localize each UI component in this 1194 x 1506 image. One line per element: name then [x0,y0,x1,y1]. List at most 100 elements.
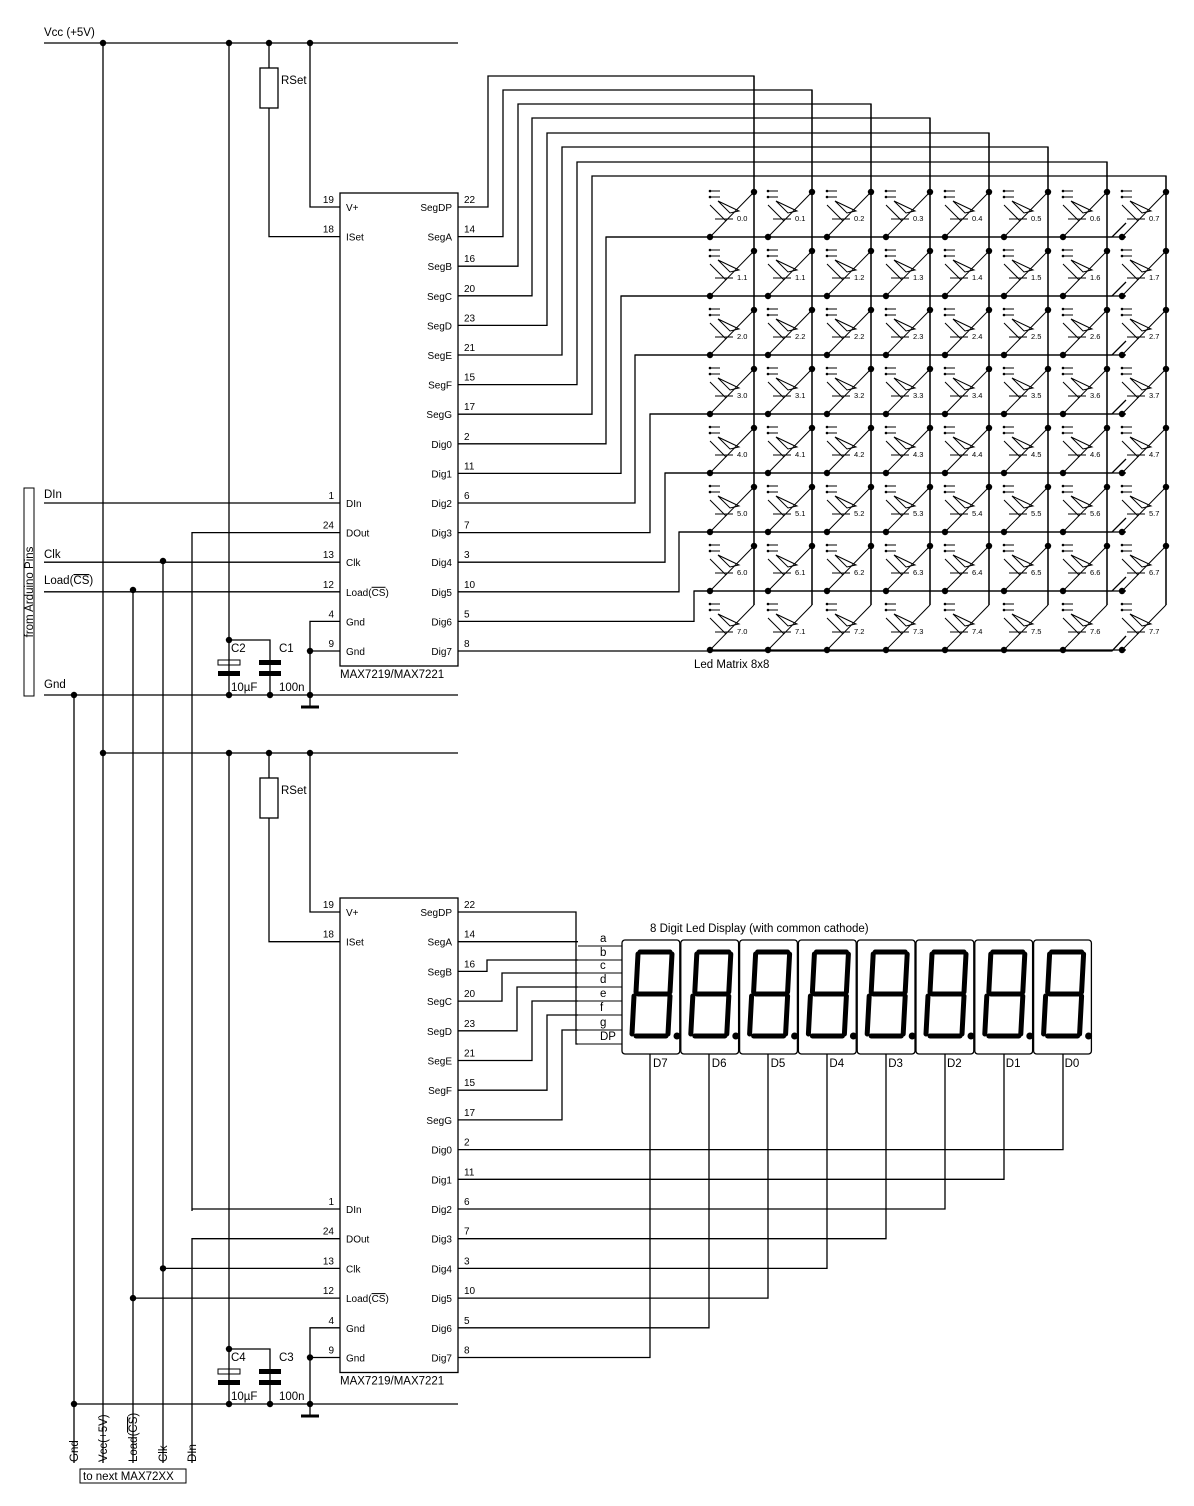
led-5-4 [943,484,990,533]
display-title: 8 Digit Led Display (with common cathode… [650,923,869,935]
led-diagonal [885,545,931,592]
din-net-label: DIn [44,489,62,501]
right-pin-name-0-2: SegB [428,262,453,273]
left-pin-num-0-6: 4 [328,609,334,620]
junction-dot [1162,365,1170,373]
cap-value-0-0: 10µF [231,682,257,694]
led-diagonal [1003,250,1049,297]
electrolytic-cap-plate-1 [217,1368,241,1375]
led-label-6-7: 6.7 [1149,568,1159,577]
led-2-2 [825,307,872,356]
gnd-pin4-wire-1 [309,1327,340,1404]
right-pin-num-0-6: 15 [464,373,476,384]
arrow-head-icon [825,543,829,547]
segment-f [692,951,700,995]
led-cathode-bar [1121,204,1139,222]
arrow-head-icon [1061,549,1065,553]
junction-dot [266,1400,274,1408]
arrow-head-icon [1061,425,1065,429]
matrix-column-wire-1 [458,89,813,605]
led-4-6 [1061,425,1108,474]
led-label-2-3: 2.3 [913,332,923,341]
segment-label-7: DP [600,1031,616,1043]
led-cathode-bar [944,381,962,399]
junction-dot [1118,233,1126,241]
rset-resistor-0 [259,67,279,109]
bottom-net-label-1: Vcc(+5V) [98,1414,110,1462]
junction-dot [306,647,314,655]
led-cathode-bar [1062,440,1080,458]
led-cathode-bar [1062,617,1080,635]
right-pin-num-0-14: 5 [464,609,470,620]
junction-dot [1103,365,1111,373]
arrow-head-icon [884,254,888,258]
junction-dot [926,306,934,314]
right-pin-name-1-4: SegD [427,1027,452,1038]
junction-dot [706,587,714,595]
arrow-head-icon [825,189,829,193]
junction-dot [1000,587,1008,595]
arduino-pins-box [23,487,35,697]
display-seg-wire-7 [458,1029,578,1121]
junction-dot [882,233,890,241]
junction-dot [1059,351,1067,359]
arrow-head-icon [943,608,947,612]
right-pin-num-1-15: 8 [464,1346,470,1357]
junction-dot [985,483,993,491]
led-2-7 [1120,307,1167,356]
led-diagonal [1062,486,1108,533]
junction-dot [706,469,714,477]
led-4-0 [708,425,755,474]
led-label-3-6: 3.6 [1090,391,1100,400]
right-pin-name-1-13: Dig5 [431,1294,452,1305]
right-pin-name-0-15: Dig7 [431,647,452,658]
arrow-head-icon [943,366,947,370]
led-5-6 [1061,484,1108,533]
junction-dot [823,587,831,595]
segment-e [923,993,931,1037]
led-label-2-6: 2.6 [1090,332,1100,341]
led-triangle [1129,377,1153,391]
junction-dot [129,1294,137,1302]
led-cathode-bar [885,322,903,340]
junction-dot [159,557,167,565]
max7219-chip-0 [339,192,459,667]
led-cathode-bar [885,263,903,281]
junction-dot [941,233,949,241]
led-triangle [952,318,976,332]
led-diagonal [885,604,931,651]
led-1-6 [1061,248,1108,297]
led-diagonal [1121,250,1167,297]
arrow-head-icon [825,425,829,429]
chip-name-1: MAX7219/MAX7221 [340,1376,444,1388]
junction-dot [985,424,993,432]
led-label-6-0: 6.0 [737,568,747,577]
led-triangle [775,436,799,450]
arrow-head-icon [1120,307,1124,311]
led-3-2 [825,366,872,415]
matrix-title: Led Matrix 8x8 [694,659,769,671]
arrow-head-icon [766,248,770,252]
led-label-3-5: 3.5 [1031,391,1041,400]
led-7-7 [1120,602,1167,651]
arrow-head-icon [1120,608,1124,612]
left-pin-num-0-0: 19 [323,195,335,206]
led-diagonal [826,250,872,297]
led-cathode-bar [709,558,727,576]
led-diagonal [1121,545,1167,592]
led-diagonal [1062,604,1108,651]
arrow-head-icon [1002,549,1006,553]
junction-dot [941,292,949,300]
led-cathode-bar [1121,499,1139,517]
segment-e [805,993,813,1037]
led-triangle [834,554,858,568]
led-cathode-bar [1062,263,1080,281]
right-pin-name-0-0: SegDP [420,203,452,214]
led-label-1-2: 1.2 [854,273,864,282]
arrow-head-icon [708,431,712,435]
led-triangle [775,495,799,509]
ceramic-cap-plate2-1 [259,1380,281,1385]
arrow-head-icon [943,372,947,376]
led-triangle [1070,259,1094,273]
arrow-head-icon [766,313,770,317]
